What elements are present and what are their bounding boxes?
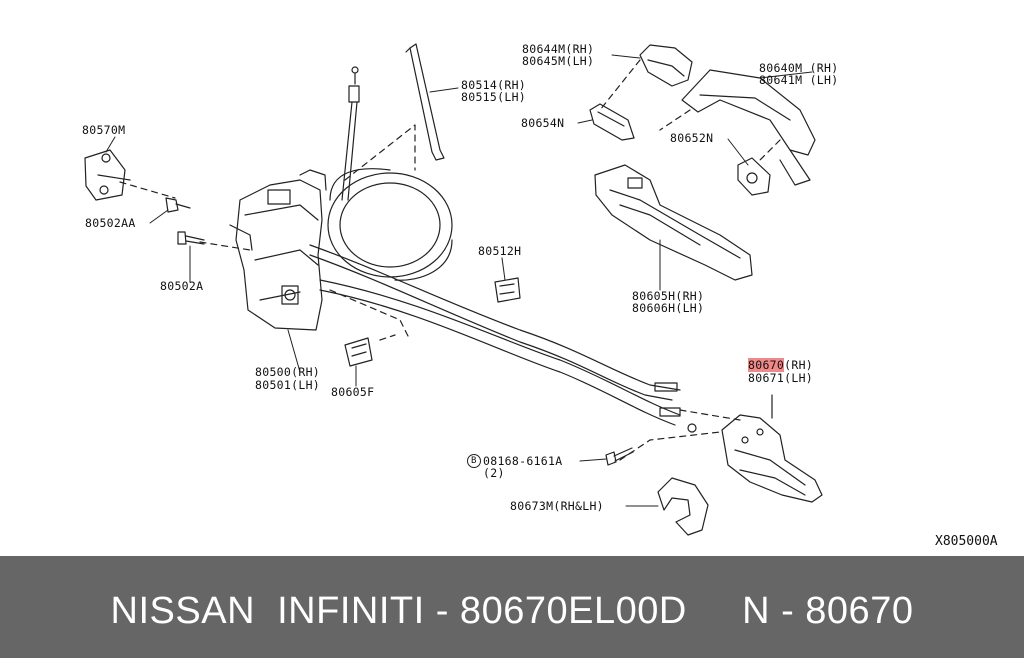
- label-80673m: 80673M(RH&LH): [510, 499, 604, 513]
- lock-rod: [405, 43, 445, 161]
- label-80641m: 80641M (LH): [759, 73, 839, 87]
- b-mark-letter: B: [471, 456, 477, 466]
- label-08168: 08168-6161A: [483, 454, 563, 468]
- cable-ring: [327, 168, 453, 281]
- leader-lines: [105, 54, 813, 507]
- door-lock-actuator: [229, 169, 327, 331]
- diagram-drawing: [84, 43, 823, 536]
- lock-knob-rod: [341, 66, 360, 201]
- inside-handle: [721, 394, 823, 503]
- label-08168-qty: (2): [483, 466, 505, 480]
- label-80640m: 80640M (RH): [759, 61, 839, 75]
- cable-clip-80605f: [344, 337, 373, 367]
- handle-escutcheon: [639, 44, 693, 87]
- footer-bar: NISSAN INFINITI - 80670EL00D N - 80670: [0, 556, 1024, 658]
- control-cables: [309, 244, 697, 433]
- label-80644m: 80644M(RH): [522, 42, 595, 56]
- diagram-ref-code: X805000A: [935, 534, 998, 549]
- label-80515: 80515(LH): [461, 90, 527, 104]
- label-80514: 80514(RH): [461, 78, 527, 92]
- b-mark-circle: [467, 454, 481, 468]
- highlight-80670: 80670: [748, 358, 785, 372]
- label-80502aa: 80502AA: [85, 216, 136, 230]
- footer-part-text: NISSAN INFINITI - 80670EL00D N - 80670: [110, 590, 914, 632]
- label-80502a: 80502A: [160, 279, 204, 293]
- label-80654n: 80654N: [521, 116, 565, 130]
- cable-clip-80512h: [494, 277, 521, 303]
- bolt: [605, 447, 634, 466]
- handle-gasket-front: [589, 103, 635, 141]
- label-80645m: 80645M(LH): [522, 54, 595, 68]
- screws: [165, 197, 205, 245]
- label-80671: 80671(LH): [748, 371, 814, 385]
- label-80670-rh: (RH): [784, 358, 814, 372]
- label-80501: 80501(LH): [255, 378, 321, 392]
- handle-gasket-rear: [737, 157, 771, 196]
- outside-handle-bracket: [594, 164, 753, 281]
- label-80652n: 80652N: [670, 131, 714, 145]
- parts-diagram: 80644M(RH) 80645M(LH) 80640M (RH) 80641M…: [82, 42, 998, 550]
- label-80512h: 80512H: [478, 244, 522, 258]
- inside-handle-escutcheon: [657, 477, 709, 536]
- label-80670: 80670(RH): [748, 358, 814, 372]
- label-80606h: 80606H(LH): [632, 301, 705, 315]
- guide-lines: [119, 59, 781, 461]
- label-80605h: 80605H(RH): [632, 289, 705, 303]
- label-80570m: 80570M: [82, 123, 126, 137]
- label-80500: 80500(RH): [255, 365, 321, 379]
- outside-handle: [681, 69, 816, 186]
- striker: [84, 149, 131, 201]
- label-80605f: 80605F: [331, 385, 375, 399]
